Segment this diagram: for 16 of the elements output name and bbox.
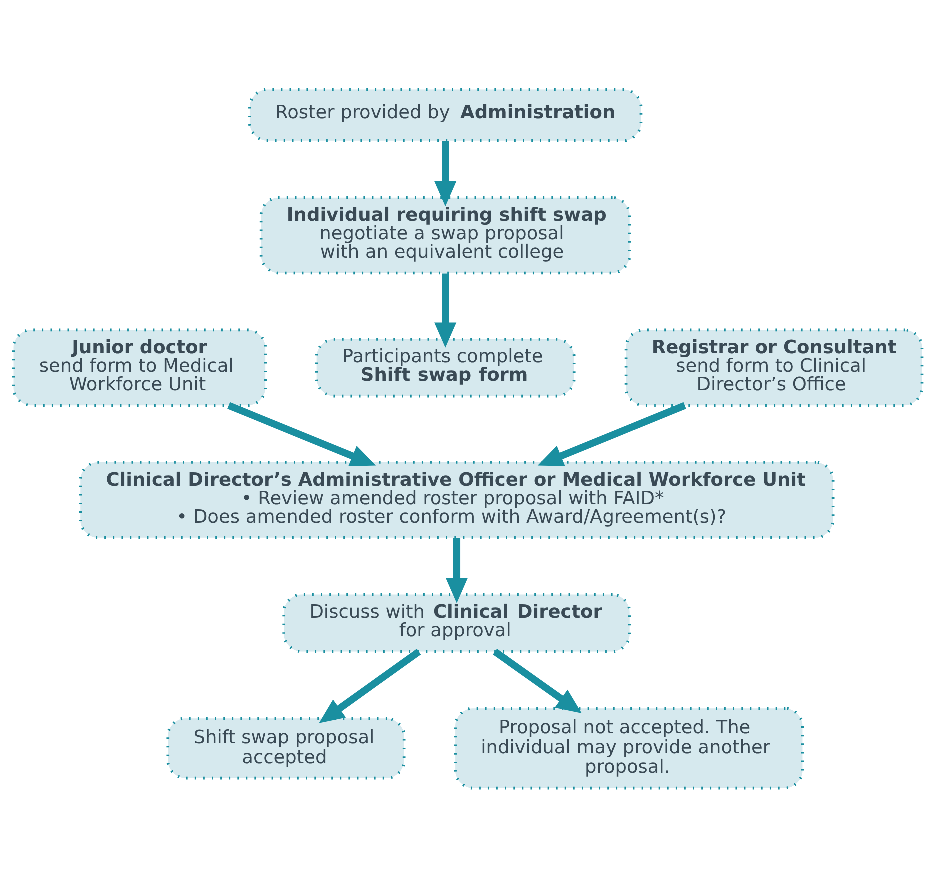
- arrow: [446, 538, 468, 603]
- node-box: Registrar or Consultant send form to Clinical Director’s Office: [624, 328, 924, 406]
- node-box: Individual requiring shift swap negotiate a swap proposal with an equivalent college: [260, 196, 632, 274]
- node-box: Junior doctor send form to Medical Workforce Unit: [12, 328, 268, 406]
- node-box: Participants complete Shift swap form: [315, 337, 576, 398]
- arrow: [493, 648, 582, 713]
- arrow: [319, 648, 422, 723]
- node-box: Clinical Director’s Administrative Officer or Medical Workforce Unit • Review amended roster proposal with FAID* • Does amended roster conform with Award/Agreement(s)?: [79, 460, 835, 539]
- node-box: Proposal not accepted. The individual may provide another proposal.: [454, 706, 804, 790]
- arrow: [434, 273, 457, 348]
- node-box: Roster provided by Administration: [248, 88, 643, 142]
- node-box: Discuss with Clinical Director for approval: [282, 592, 632, 653]
- arrow: [538, 402, 686, 466]
- arrow: [228, 402, 376, 466]
- node-box: Shift swap proposal accepted: [166, 716, 406, 780]
- arrow: [434, 140, 457, 206]
